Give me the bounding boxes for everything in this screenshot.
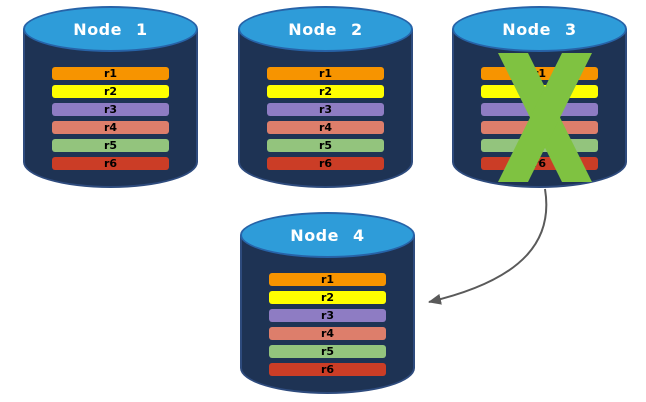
- node-3-cylinder-top: Node 3: [452, 6, 627, 52]
- node-1-title: Node 1: [73, 19, 148, 39]
- node-4-row-r5: r5: [269, 345, 386, 358]
- node-2-title: Node 2: [288, 19, 363, 39]
- node-2-rows: r1 r2 r3 r4 r5 r6: [267, 67, 384, 175]
- node-1-row-r2: r2: [52, 85, 169, 98]
- node-3-row-r3: r3: [481, 103, 598, 116]
- node-4-cylinder-top: Node 4: [240, 212, 415, 258]
- node-1-row-r1: r1: [52, 67, 169, 80]
- node-2-row-r4: r4: [267, 121, 384, 134]
- node-1-cylinder: Node 1 r1 r2 r3 r4 r5 r6: [23, 6, 198, 188]
- node-3-title: Node 3: [502, 19, 577, 39]
- node-1-row-r6: r6: [52, 157, 169, 170]
- node-1-row-r3: r3: [52, 103, 169, 116]
- node-2-cylinder: Node 2 r1 r2 r3 r4 r5 r6: [238, 6, 413, 188]
- node-2-row-r3: r3: [267, 103, 384, 116]
- node-3-cylinder: Node 3 r1 r2 r3 r4 r5 r6: [452, 6, 627, 188]
- node-2-row-r2: r2: [267, 85, 384, 98]
- node-4-row-r2: r2: [269, 291, 386, 304]
- node-4-title: Node 4: [290, 225, 365, 245]
- node-3-row-r6: r6: [481, 157, 598, 170]
- node-3-row-r1: r1: [481, 67, 598, 80]
- node-2-row-r6: r6: [267, 157, 384, 170]
- node-4-row-r3: r3: [269, 309, 386, 322]
- node-3-row-r4: r4: [481, 121, 598, 134]
- node-4-row-r6: r6: [269, 363, 386, 376]
- node-1-row-r5: r5: [52, 139, 169, 152]
- node-4-cylinder: Node 4 r1 r2 r3 r4 r5 r6: [240, 212, 415, 394]
- node-2-cylinder-top: Node 2: [238, 6, 413, 52]
- node-1-row-r4: r4: [52, 121, 169, 134]
- node-2-row-r1: r1: [267, 67, 384, 80]
- node-3-row-r5: r5: [481, 139, 598, 152]
- node-2-row-r5: r5: [267, 139, 384, 152]
- arrow-curve: [428, 188, 548, 305]
- node-4-row-r4: r4: [269, 327, 386, 340]
- node-3-row-r2: r2: [481, 85, 598, 98]
- node-3-rows: r1 r2 r3 r4 r5 r6: [481, 67, 598, 175]
- node-1-rows: r1 r2 r3 r4 r5 r6: [52, 67, 169, 175]
- node-4-rows: r1 r2 r3 r4 r5 r6: [269, 273, 386, 381]
- node-1-cylinder-top: Node 1: [23, 6, 198, 52]
- node-4-row-r1: r1: [269, 273, 386, 286]
- replication-arrow: [428, 188, 548, 305]
